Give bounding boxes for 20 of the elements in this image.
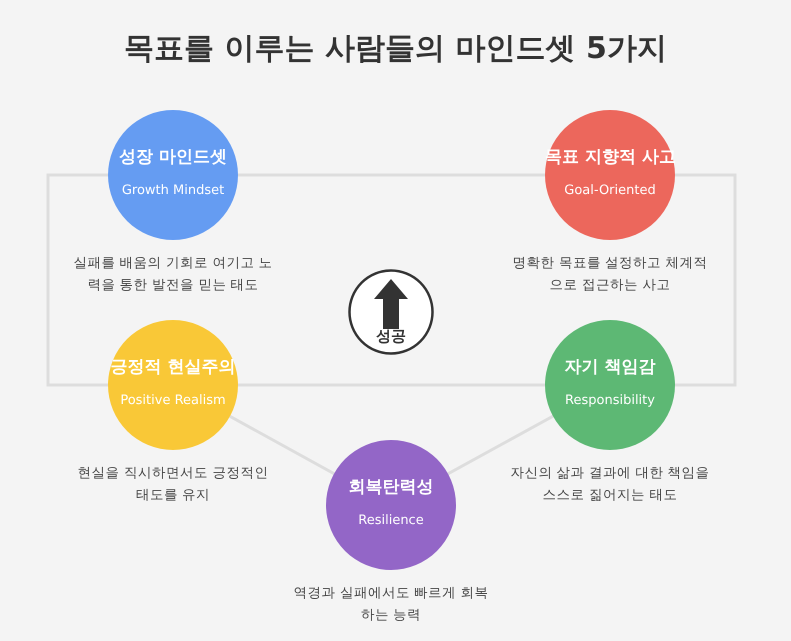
description-text: 역경과 실패에서도 빠르게 회복하는 능력: [292, 584, 490, 625]
circle-title: 긍정적 현실주의: [110, 356, 236, 378]
circle-subtitle: Growth Mindset: [122, 183, 224, 198]
circle-subtitle: Goal-Oriented: [564, 183, 656, 198]
description-text: 현실을 직시하면서도 긍정적인 태도를 유지: [76, 464, 270, 505]
description-text: 실패를 배움의 기회로 여기고 노력을 통한 발전을 믿는 태도: [73, 254, 273, 295]
connector-line: [229, 415, 335, 475]
badge-label: 성공: [376, 327, 406, 346]
circle-subtitle: Resilience: [358, 513, 424, 528]
connector-line: [46, 174, 108, 386]
circle-subtitle: Positive Realism: [120, 393, 226, 408]
description-text: 명확한 목표를 설정하고 체계적으로 접근하는 사고: [512, 254, 708, 295]
connector-line: [675, 174, 736, 386]
circle-title: 회복탄력성: [348, 476, 434, 498]
description-text: 자신의 삶과 결과에 대한 책임을 스스로 짊어지는 태도: [510, 464, 710, 505]
diagram-title: 목표를 이루는 사람들의 마인드셋 5가지: [124, 30, 667, 68]
circle-title: 성장 마인드셋: [119, 146, 227, 168]
circle-subtitle: Responsibility: [565, 393, 655, 408]
connector-line: [447, 414, 554, 476]
circle-title: 자기 책임감: [564, 356, 656, 378]
